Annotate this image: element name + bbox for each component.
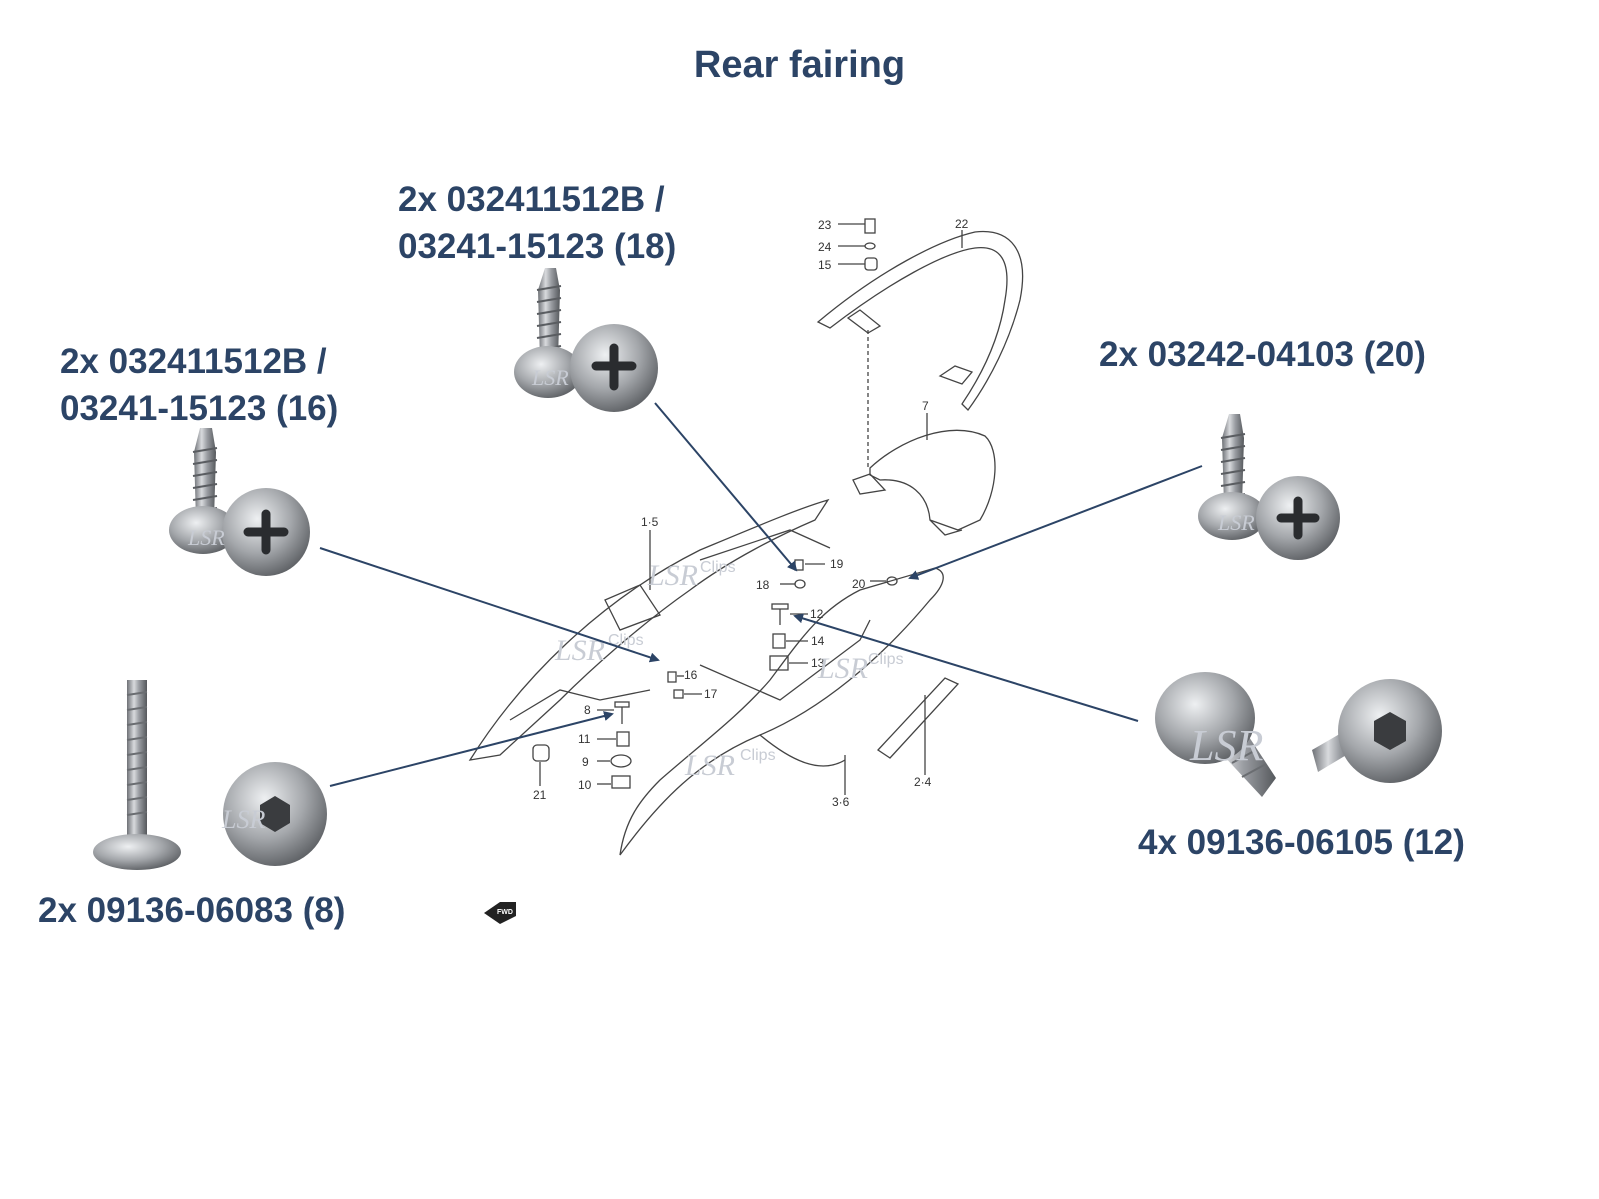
part-number-8: 8 xyxy=(584,703,591,717)
part-number-20: 20 xyxy=(852,577,866,591)
side-emblem-part xyxy=(877,677,960,759)
screw-16-photo: LSR xyxy=(169,428,310,576)
watermark-lsr: LSR xyxy=(817,652,868,685)
part-number-15: 15 xyxy=(818,258,832,272)
arrow-to-part-12 xyxy=(793,613,1139,722)
watermark-clips: Clips xyxy=(608,632,644,649)
hardware-20 xyxy=(870,576,898,586)
tail-cover-part xyxy=(869,429,996,531)
callout-screw-20-line1: 2x 03242-04103 (20) xyxy=(1099,335,1426,374)
callout-bolt-8: 2x 09136-06083 (8) xyxy=(38,887,345,934)
bolt-8-photo: LSR xyxy=(93,680,327,870)
watermark-clips: Clips xyxy=(700,559,736,576)
part-number-16: 16 xyxy=(684,668,698,682)
part-number-22: 22 xyxy=(955,217,969,231)
watermarks: LSR Clips LSR Clips LSR Clips LSR Clips xyxy=(554,559,904,782)
seat-cowl-left-rail xyxy=(468,498,830,761)
watermark-clips: Clips xyxy=(868,651,904,668)
part-number-21: 21 xyxy=(533,788,547,802)
part-number-14: 14 xyxy=(811,634,825,648)
part-number-23: 23 xyxy=(818,218,832,232)
part-number-2-4: 2·4 xyxy=(914,775,932,789)
part-number-24: 24 xyxy=(818,240,832,254)
callout-arrows xyxy=(319,402,1203,787)
hardware-stack-23-24-15 xyxy=(838,218,878,271)
callout-screw-16-line2: 03241-15123 (16) xyxy=(60,389,339,428)
leader-lines xyxy=(649,230,963,795)
grab-rail-mount-front xyxy=(846,309,882,334)
seat-cowl-right-panel xyxy=(619,567,944,856)
screw-20-photo: LSR xyxy=(1198,414,1340,560)
grab-rail-part xyxy=(816,230,1024,411)
seat-cowl-top-edge xyxy=(699,529,831,561)
part-number-18: 18 xyxy=(756,578,770,592)
grab-rail-mount-rear xyxy=(938,365,974,385)
arrow-to-part-16 xyxy=(319,547,660,663)
callout-bolt-12-line1: 4x 09136-06105 (12) xyxy=(1138,823,1465,862)
fwd-label: FWD xyxy=(497,909,513,916)
callout-screw-18-line2: 03241-15123 (18) xyxy=(398,227,677,266)
part-number-labels: 23 24 15 22 7 1·5 19 18 20 12 14 13 16 1… xyxy=(533,217,969,809)
arrow-to-part-20 xyxy=(908,465,1203,580)
svg-text:LSR: LSR xyxy=(1189,721,1263,770)
seat-cowl-inner-edge xyxy=(509,689,651,721)
page-title: Rear fairing xyxy=(693,44,906,86)
svg-text:LSR: LSR xyxy=(531,365,569,390)
part-number-9: 9 xyxy=(582,755,589,769)
callout-screw-18: 2x 032411512B / 03241-15123 (18) xyxy=(398,176,676,270)
forward-direction-marker: FWD xyxy=(484,902,516,924)
svg-text:LSR: LSR xyxy=(221,805,265,834)
hardware-16-17 xyxy=(667,671,702,699)
arrow-to-part-18 xyxy=(654,402,798,572)
part-number-19: 19 xyxy=(830,557,844,571)
part-number-12: 12 xyxy=(810,607,824,621)
svg-text:LSR: LSR xyxy=(187,525,225,550)
bolt-12-photo: LSR xyxy=(1155,672,1442,797)
callout-screw-16-line1: 2x 032411512B / xyxy=(60,342,327,381)
hardware-19-18 xyxy=(780,559,825,589)
arrow-to-part-8 xyxy=(329,711,614,787)
callout-screw-16: 2x 032411512B / 03241-15123 (16) xyxy=(60,338,338,432)
screw-18-photo: LSR xyxy=(514,268,658,412)
part-number-7: 7 xyxy=(922,399,929,413)
seat-cowl-underside xyxy=(759,734,846,767)
part-number-1-5: 1·5 xyxy=(641,515,659,529)
hardware-21 xyxy=(532,744,550,786)
tail-cover-lip xyxy=(929,519,963,536)
fairing-line-drawing xyxy=(468,218,1024,856)
part-number-17: 17 xyxy=(704,687,718,701)
callout-screw-18-line1: 2x 032411512B / xyxy=(398,180,665,219)
part-number-13: 13 xyxy=(811,656,825,670)
watermark-clips: Clips xyxy=(740,747,776,764)
seat-cowl-crossmember xyxy=(699,619,871,701)
tail-cover-tab xyxy=(852,473,887,495)
svg-text:LSR: LSR xyxy=(1217,510,1255,535)
callout-screw-20: 2x 03242-04103 (20) xyxy=(1099,331,1426,378)
callout-bolt-12: 4x 09136-06105 (12) xyxy=(1138,819,1465,866)
hardware-stack-8-11-9-10 xyxy=(597,701,632,789)
seat-cowl-left-mount xyxy=(604,584,661,631)
callout-bolt-8-line1: 2x 09136-06083 (8) xyxy=(38,891,346,930)
watermark-lsr: LSR xyxy=(647,559,698,592)
watermark-lsr: LSR xyxy=(684,749,735,782)
part-number-11: 11 xyxy=(578,732,591,746)
part-number-10: 10 xyxy=(578,778,592,792)
part-number-3-6: 3·6 xyxy=(832,795,850,809)
